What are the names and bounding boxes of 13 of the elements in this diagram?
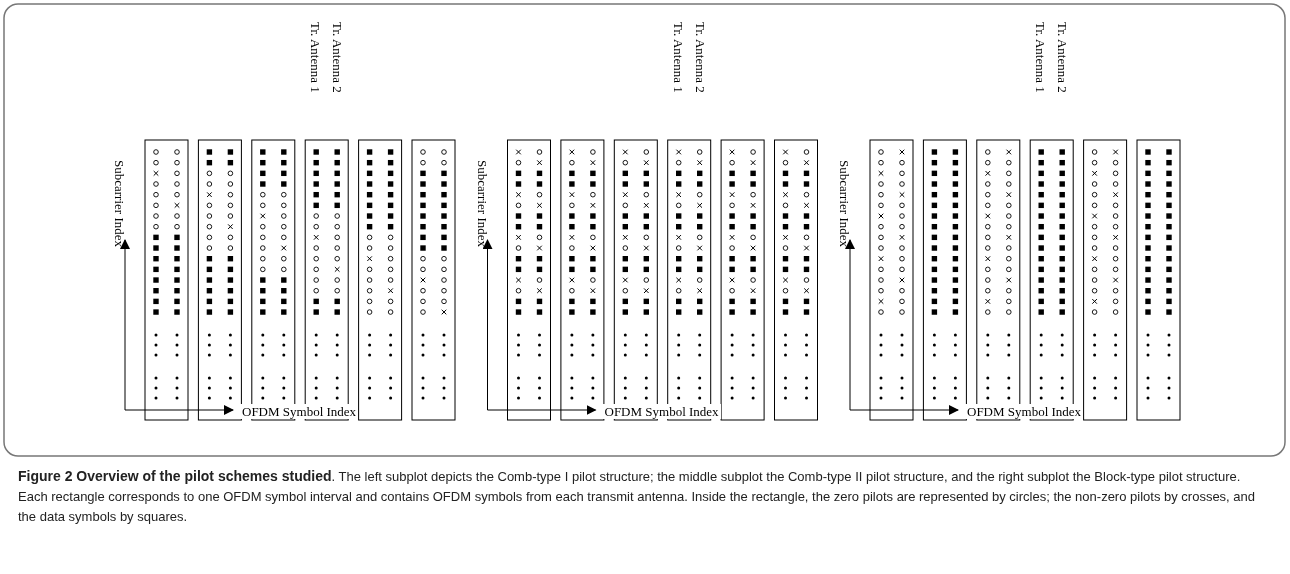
axis-label: OFDM Symbol Index (965, 404, 1084, 419)
axis-label: Subcarrier Index (838, 160, 851, 247)
axis-label: Subcarrier Index (113, 160, 126, 247)
axis-label: OFDM Symbol Index (240, 404, 359, 419)
antenna-label: Tr. Antenna 1 (1034, 22, 1047, 93)
antenna-label: Tr. Antenna 2 (1056, 22, 1069, 93)
antenna-label: Tr. Antenna 1 (671, 22, 685, 93)
antenna-label: Tr. Antenna 1 (309, 22, 322, 93)
antenna-label: Tr. Antenna 2 (693, 22, 707, 93)
antenna-label: Tr. Antenna 2 (331, 22, 344, 93)
axis-label: Subcarrier Index (475, 160, 489, 247)
figure-caption: Figure 2 Overview of the pilot schemes studied. The left subplot depicts the Comb-type I pilot structure; the middle subplot the Comb-type II pilot structure, and the right subplot the Block-type pilot structure. Each rectangle corresponds to one OFDM symbol interval and contains OFDM symbols from each transmit antenna. Inside the rectangle, the zero pilots are represented by circles; the non-zero pilots by crosses, and the data symbols by squares. (18, 467, 1257, 526)
axis-label: OFDM Symbol Index (602, 404, 721, 419)
